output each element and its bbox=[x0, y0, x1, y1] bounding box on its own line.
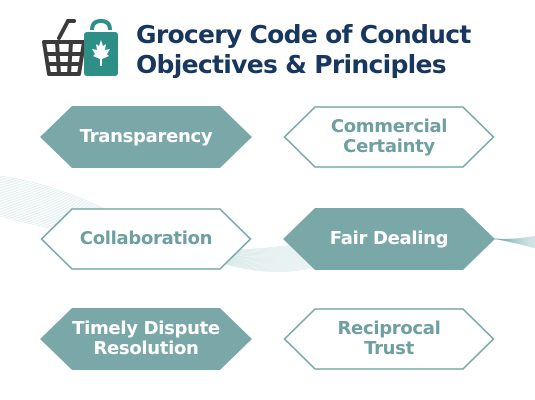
principle-label-line: Certainty bbox=[343, 136, 435, 157]
hexagon-shape bbox=[40, 308, 252, 370]
principle-label-line: Fair Dealing bbox=[329, 228, 449, 249]
logo bbox=[42, 18, 118, 76]
principle-label-line: Collaboration bbox=[79, 228, 213, 249]
hexagon-shape bbox=[283, 208, 495, 270]
principle-label-line: Resolution bbox=[93, 338, 199, 359]
shopping-basket-icon bbox=[42, 19, 86, 76]
principle-hexagon: Collaboration bbox=[40, 208, 252, 270]
hexagon-shape bbox=[40, 208, 252, 270]
hexagon-shape bbox=[283, 308, 495, 370]
page-title: Grocery Code of Conduct Objectives & Pri… bbox=[136, 20, 471, 80]
principle-label-line: Trust bbox=[364, 338, 414, 359]
hexagon-polygon bbox=[283, 308, 495, 370]
principle-hexagon: Transparency bbox=[40, 106, 252, 168]
principle-label: Transparency bbox=[40, 106, 252, 168]
hexagon-polygon bbox=[283, 208, 495, 270]
header: Grocery Code of Conduct Objectives & Pri… bbox=[0, 0, 535, 95]
principle-label-line: Reciprocal bbox=[337, 318, 441, 339]
principle-label-line: Timely Dispute bbox=[72, 318, 220, 339]
hexagon-shape bbox=[283, 106, 495, 168]
hexagon-polygon bbox=[40, 106, 252, 168]
hexagon-polygon bbox=[40, 308, 252, 370]
title-line-2: Objectives & Principles bbox=[136, 50, 447, 79]
principle-label: Collaboration bbox=[40, 208, 252, 270]
title-line-1: Grocery Code of Conduct bbox=[136, 20, 471, 49]
shopping-bag-maple-leaf-icon bbox=[84, 18, 118, 76]
principle-label-line: Commercial bbox=[330, 116, 448, 137]
principle-label: Fair Dealing bbox=[283, 208, 495, 270]
hexagon-polygon bbox=[40, 208, 252, 270]
principle-hexagon: Fair Dealing bbox=[283, 208, 495, 270]
hexagon-shape bbox=[40, 106, 252, 168]
hexagon-polygon bbox=[283, 106, 495, 168]
principle-label-line: Transparency bbox=[79, 126, 213, 147]
